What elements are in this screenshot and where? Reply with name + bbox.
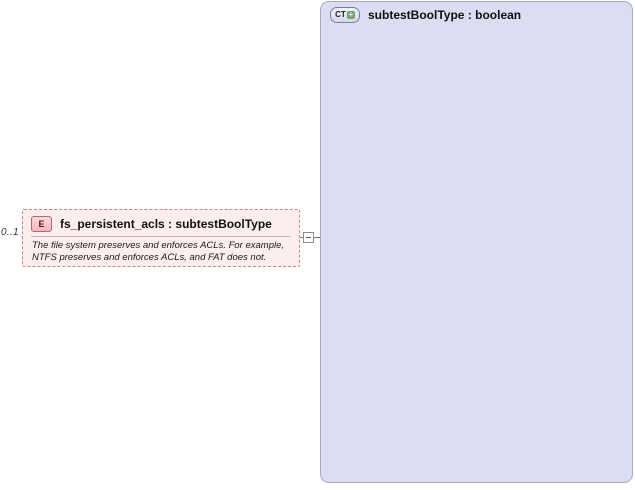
element-badge-icon: E <box>31 216 52 232</box>
complextype-header: CT+ subtestBoolType : boolean <box>330 7 521 23</box>
element-title: fs_persistent_acls : subtestBoolType <box>60 217 272 231</box>
element-header: E fs_persistent_acls : subtestBoolType <box>31 216 272 232</box>
element-box-fs-persistent-acls[interactable]: E fs_persistent_acls : subtestBoolType T… <box>22 209 300 267</box>
complextype-title: subtestBoolType : boolean <box>368 8 522 22</box>
element-documentation: The file system preserves and enforces A… <box>32 240 285 263</box>
collapse-expand-toggle-icon[interactable] <box>303 232 314 243</box>
complextype-panel[interactable]: CT+ subtestBoolType : boolean AG <Ref>: … <box>320 1 633 483</box>
complextype-badge-label: CT <box>335 10 346 19</box>
expand-plus-icon[interactable]: + <box>346 10 355 19</box>
connector-line-left <box>300 237 303 238</box>
cardinality-label: 0..1 <box>1 227 19 238</box>
complextype-badge-icon[interactable]: CT+ <box>330 7 360 23</box>
element-divider <box>31 236 291 237</box>
